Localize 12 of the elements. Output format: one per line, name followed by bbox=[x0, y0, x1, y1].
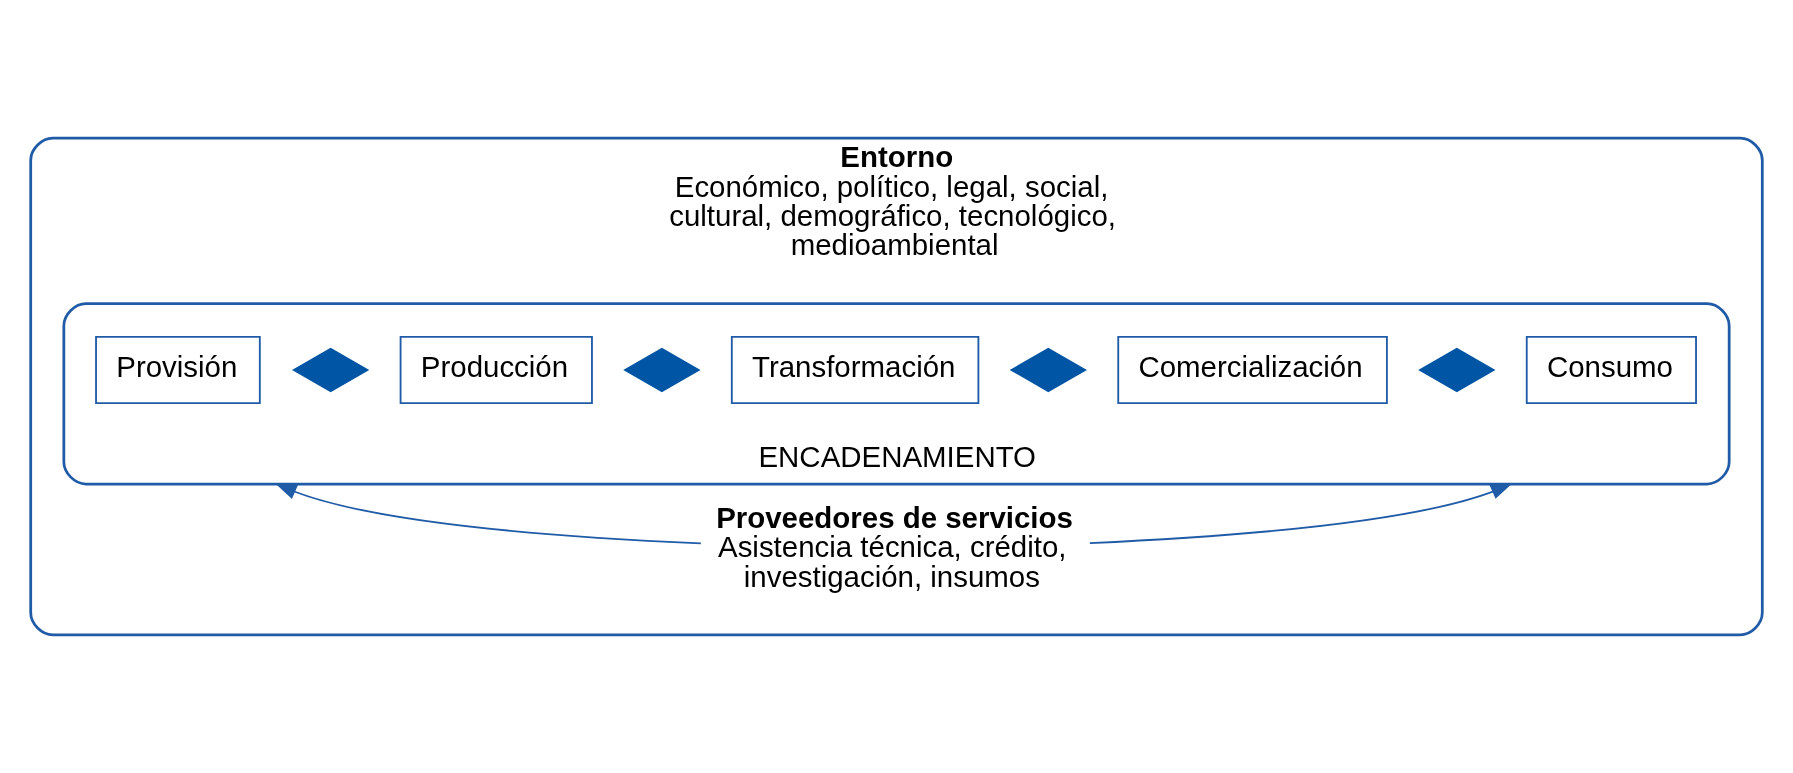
node-diamond bbox=[623, 347, 701, 393]
node-box: Consumo bbox=[1525, 335, 1697, 404]
node-box: Producción bbox=[399, 335, 593, 404]
node-box: Comercialización bbox=[1117, 335, 1388, 404]
arrow bbox=[274, 482, 702, 545]
node-box: Transformación bbox=[730, 335, 980, 404]
node-box: Provisión bbox=[95, 335, 261, 404]
node-diamond bbox=[1418, 347, 1496, 393]
node-diamond bbox=[292, 347, 370, 393]
arrow bbox=[1088, 482, 1513, 545]
node-text: Proveedores de servicios Asistencia técnica, crédito, investigación, insumos bbox=[716, 500, 1073, 593]
node-diamond bbox=[1009, 347, 1087, 393]
